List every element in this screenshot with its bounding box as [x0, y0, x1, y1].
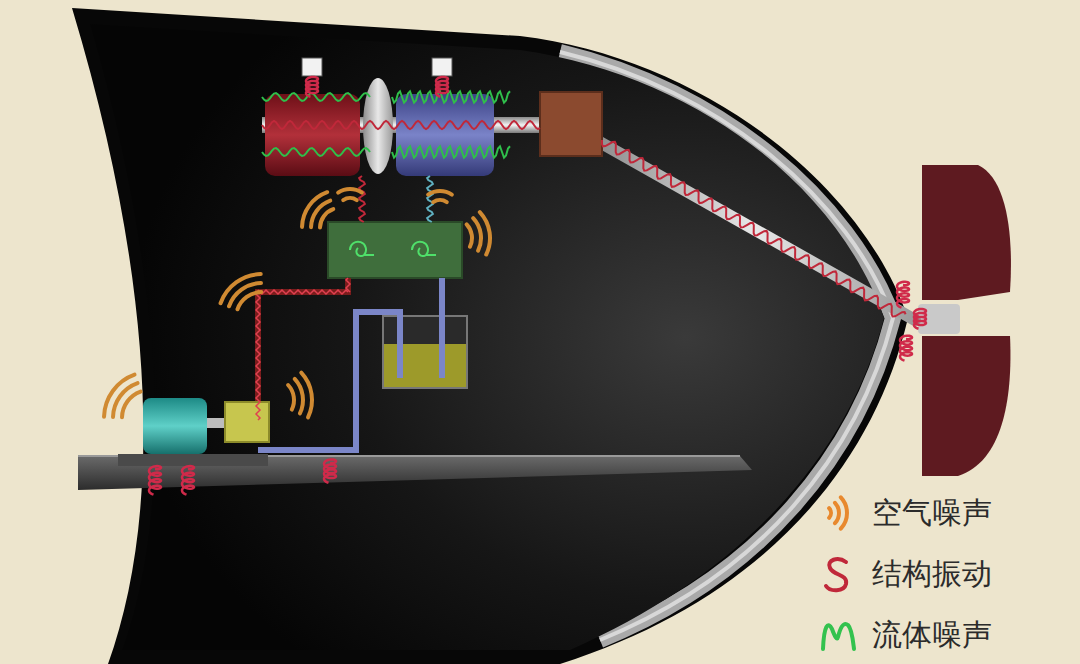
vibration-wave [427, 176, 433, 222]
vibration-wave [602, 140, 906, 317]
legend-symbol [818, 554, 858, 594]
spring-coil [897, 282, 909, 308]
airborne-noise-arcs [104, 375, 141, 418]
legend-symbol [818, 615, 858, 655]
fluid-noise-symbol [823, 623, 854, 648]
vibration-wave [392, 91, 510, 102]
spring-coil [306, 77, 318, 97]
legend-entry: 空气噪声 [818, 482, 992, 543]
legend-entry: 结构振动 [818, 543, 992, 604]
legend-label: 结构振动 [872, 559, 992, 589]
vibration-wave [256, 292, 260, 420]
legend-label: 流体噪声 [872, 620, 992, 650]
spring-coil [914, 309, 926, 329]
spring-coil [436, 77, 448, 97]
legend-label: 空气噪声 [872, 498, 992, 528]
vibration-wave [258, 290, 348, 294]
airborne-noise-arcs [338, 189, 362, 200]
airborne-noise-arcs [428, 191, 452, 202]
vibration-wave [262, 121, 540, 129]
airborne-noise-arcs [221, 274, 262, 309]
vibration-wave [262, 148, 370, 156]
airborne-noise-symbol [829, 497, 847, 528]
airborne-noise-arcs [288, 373, 312, 418]
structural-vibration-symbol [826, 559, 846, 590]
legend-entry: 流体噪声 [818, 604, 992, 664]
vibration-wave [262, 93, 370, 101]
legend: 空气噪声结构振动流体噪声 [818, 482, 992, 664]
spring-coil [182, 466, 194, 495]
airborne-noise-arcs [467, 212, 490, 254]
spring-coil [149, 466, 161, 495]
vibration-wave [392, 146, 510, 157]
flow-swirl [412, 242, 436, 256]
spring-coil [900, 336, 912, 361]
spring-coil [324, 459, 336, 482]
airborne-noise-arcs [302, 192, 333, 227]
legend-symbol [818, 493, 858, 533]
flow-swirl [350, 242, 374, 256]
vibration-wave [359, 176, 365, 222]
